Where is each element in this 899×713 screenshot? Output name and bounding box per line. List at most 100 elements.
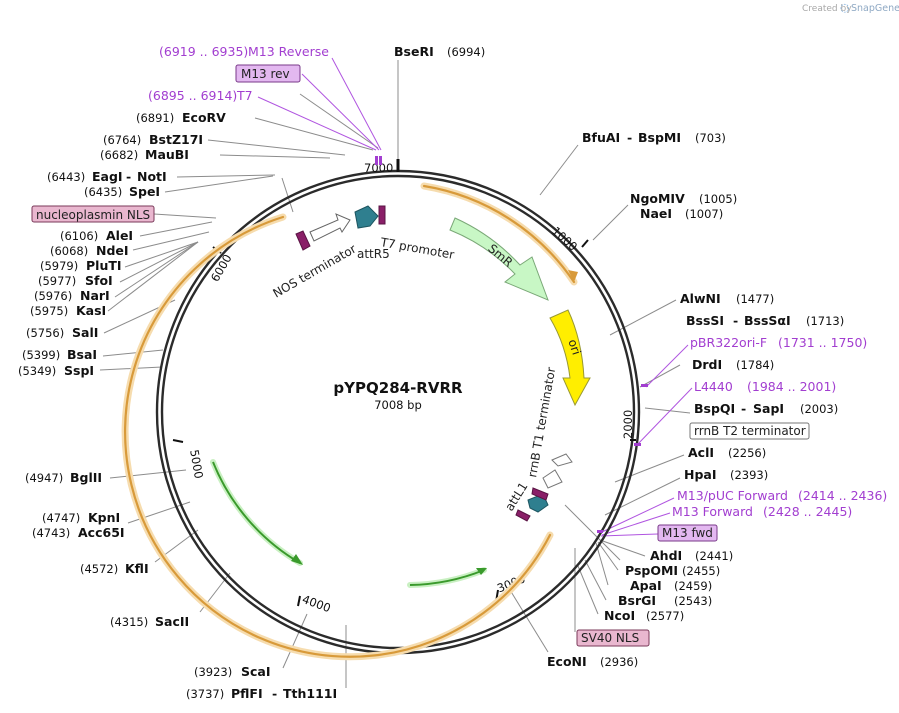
site-pflfi-name2: Tth111I [283,686,337,701]
orf-glow [121,213,554,661]
site-bsssi-sep: - [733,313,738,328]
purple-marker-icon-2 [531,487,549,501]
site-bstz17i-name: BstZ17I [149,132,203,147]
box-m13rev: M13 rev [235,64,301,83]
site-drdi: DrdI (1784) [692,357,774,372]
site-bsssi-name2: BssSαI [744,313,791,328]
site-pspomi: PspOMI (2455) [625,563,720,578]
site-acli-pos: (2256) [728,446,766,460]
site-naei-pos: (1007) [685,207,723,221]
site-eagi-name: EagI [92,169,123,184]
site-ecorv-name: EcoRV [182,110,226,125]
site-kasi: (5975) KasI [30,303,106,318]
site-sali: (5756) SalI [26,325,98,340]
ori-label: ori [565,337,583,356]
site-acc65i-name: Acc65I [78,525,125,540]
primer-l4440-range: (1984 .. 2001) [747,379,836,394]
site-bsssi: BssSI - BssSαI (1713) [686,313,844,328]
site-acc65i: (4743) Acc65I [32,525,125,540]
primer-pbr322-range: (1731 .. 1750) [778,335,867,350]
box-m13fwd: M13 fwd [657,524,718,542]
primer-m13forward: M13 Forward (2428 .. 2445) [672,504,852,519]
primer-leader-lines [257,57,693,537]
green-arrowhead-icon [291,554,303,565]
site-eagi: (6443) EagI - NotI [47,169,167,184]
site-bsrgi-name: BsrGI [618,593,656,608]
site-sspi-name: SspI [64,363,94,378]
site-eagi-sep: - [126,169,131,184]
site-bfuai-name2: BspMI [638,130,681,145]
site-econi: EcoNI (2936) [547,654,638,669]
site-pflfi-pos: (3737) [186,687,224,701]
site-sali-pos: (5756) [26,326,64,340]
plasmid-length: 7008 bp [374,398,422,412]
site-kasi-pos: (5975) [30,304,68,318]
site-drdi-pos: (1784) [736,358,774,372]
site-alwni: AlwNI (1477) [680,291,774,306]
primer-labels-top: (6919 .. 6935) M13 Reverse (6895 .. 6914… [148,44,329,103]
site-bfuai-name: BfuAI [582,130,620,145]
site-alei-name: AleI [106,228,133,243]
site-maubi: (6682) MauBI [100,147,189,162]
orf-arc [121,213,554,661]
site-maubi-pos: (6682) [100,148,138,162]
site-bspqi: BspQI - SapI (2003) [694,401,838,416]
plasmid-name: pYPQ284-RVRR [333,379,463,397]
site-ncoi: NcoI (2577) [604,608,684,623]
site-alwni-pos: (1477) [736,292,774,306]
site-pspomi-pos: (2455) [682,564,720,578]
box-rrnbt2-text: rrnB T2 terminator [694,424,806,438]
site-bglii-name: BglII [70,470,102,485]
site-spei: (6435) SpeI [84,184,160,199]
site-alei-pos: (6106) [60,229,98,243]
site-pluti-pos: (5979) [40,259,78,273]
site-bfuai: BfuAI - BspMI (703) [582,130,726,145]
site-sspi-pos: (5349) [18,364,56,378]
site-spei-name: SpeI [129,184,160,199]
site-naei: NaeI (1007) [640,206,723,221]
box-rrnbt2: rrnB T2 terminator [689,422,810,440]
feature-rrnb-t2 [542,469,563,489]
site-apai-pos: (2459) [674,579,712,593]
feature-purple-left [295,230,311,251]
site-ecorv: (6891) EcoRV [136,110,226,125]
box-sv40: SV40 NLS [576,629,650,647]
attr5-arrow-icon [354,205,379,229]
primer-m13puc: M13/pUC Forward (2414 .. 2436) [677,488,887,503]
site-nari: (5976) NarI [34,288,110,303]
site-pflfi-sep: - [272,686,277,701]
site-bfuai-sep: - [627,130,632,145]
tick-label-2000: 2000 [621,410,635,439]
site-bseri: BseRI (6994) [394,44,485,59]
site-econi-pos: (2936) [600,655,638,669]
site-alei: (6106) AleI [60,228,133,243]
site-bsai-name: BsaI [67,347,97,362]
primer-m13forward-range: (2428 .. 2445) [763,504,852,519]
t7-promoter-label: T7 promoter [378,235,455,262]
smr-arrow-icon [449,217,549,301]
orf-arrowhead-icon [568,270,578,282]
primer-m13puc-name: M13/pUC Forward [677,488,788,503]
site-alwni-name: AlwNI [680,291,721,306]
nos-terminator-arrow-icon [309,213,351,242]
site-scai-pos: (3923) [194,665,232,679]
site-kfli: (4572) KflI [80,561,149,576]
site-pluti: (5979) PluTI [40,258,122,273]
site-acli: AclI (2256) [688,445,766,460]
site-drdi-name: DrdI [692,357,722,372]
box-nucleoplasmin: nucleoplasmin NLS [31,205,155,223]
site-nari-name: NarI [80,288,110,303]
box-nucleoplasmin-text: nucleoplasmin NLS [36,208,150,222]
snapgene-credit: Created by ◌ SnapGene [802,1,899,14]
site-sali-name: SalI [72,325,98,340]
primer-marks [375,156,648,533]
site-econi-name: EcoNI [547,654,587,669]
site-ecorv-pos: (6891) [136,111,174,125]
site-scai-name: ScaI [241,664,271,679]
tick-label-7000: 7000 [364,161,393,175]
site-naei-name: NaeI [640,206,672,221]
feature-t7-promoter: T7 promoter [378,205,455,262]
site-bfuai-pos: (703) [695,131,726,145]
tick-label-5000: 5000 [187,449,206,480]
